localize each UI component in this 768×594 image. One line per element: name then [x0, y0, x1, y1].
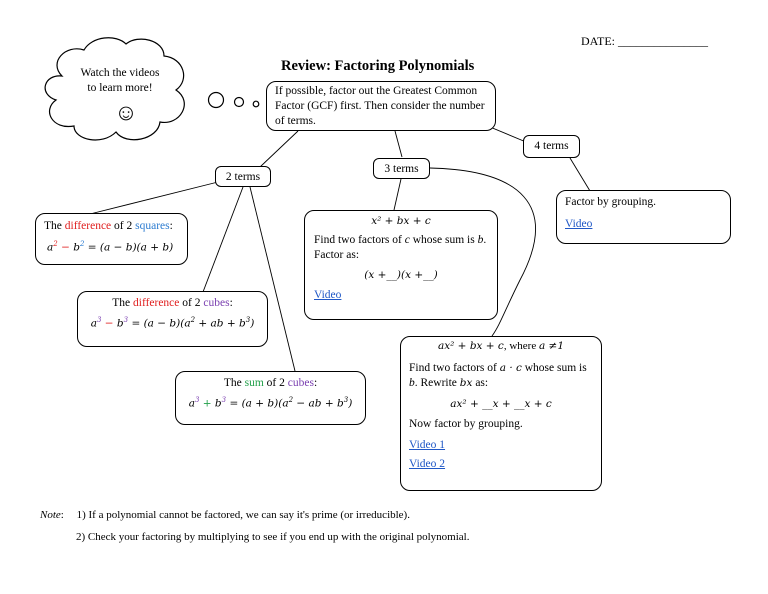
formula-term: b	[73, 241, 80, 254]
heading-text: :	[313, 377, 318, 389]
formula-operator: +	[199, 397, 215, 410]
variable-b: b	[477, 234, 484, 246]
formula-rest: = (a + b)(a	[226, 397, 289, 410]
gcf-text: If possible, factor out the Greatest Com…	[275, 85, 485, 127]
grouping-video-row: Video	[565, 216, 722, 232]
difference-of-cubes-box: The difference of 2 cubes: a3 − b3 = (a …	[77, 291, 268, 347]
date-label: DATE:	[581, 34, 615, 48]
keyword-cubes: cubes	[203, 297, 230, 309]
instruction-text: Find two factors of	[409, 362, 500, 374]
date-field: DATE: _______________	[581, 34, 708, 49]
general-trinomial-grouping: Now factor by grouping.	[409, 418, 523, 430]
date-blank: _______________	[618, 34, 708, 48]
variable-b: b	[409, 377, 415, 389]
term-bx: bx	[459, 377, 473, 389]
heading-text: The	[44, 220, 65, 232]
difference-of-cubes-heading: The difference of 2 cubes:	[86, 295, 259, 311]
simple-trinomial-video-link[interactable]: Video	[314, 289, 342, 301]
gcf-box: If possible, factor out the Greatest Com…	[266, 81, 496, 131]
general-trinomial-video-2-link[interactable]: Video 2	[409, 458, 446, 470]
four-terms-pill: 4 terms	[523, 135, 580, 158]
formula-rest: − ab + b	[293, 397, 344, 410]
thought-text: Watch the videos to learn more!	[66, 66, 174, 96]
general-trinomial-box: ax² + bx + c, where a ≠1 Find two factor…	[400, 336, 602, 491]
difference-of-squares-heading: The difference of 2 squares:	[44, 218, 179, 234]
smiley-icon: ☺	[114, 100, 138, 125]
difference-of-squares-formula: a2 − b2 = (a − b)(a + b)	[47, 240, 174, 254]
note-1: 1) If a polynomial cannot be factored, w…	[76, 509, 410, 521]
simple-trinomial-form: (x +__)(x +__)	[364, 269, 438, 281]
heading-text: of 2	[111, 220, 136, 232]
heading-condition: a ≠1	[538, 340, 565, 352]
formula-term: b	[214, 397, 222, 410]
formula-term: a	[90, 317, 97, 330]
difference-of-cubes-formula: a3 − b3 = (a − b)(a2 + ab + b3)	[90, 316, 255, 330]
thought-line-1: Watch the videos	[80, 67, 160, 79]
simple-trinomial-box: x² + bx + c Find two factors of c whose …	[304, 210, 498, 320]
formula-term: b	[116, 317, 124, 330]
simple-trinomial-heading: x² + bx + c	[371, 215, 431, 227]
instruction-text: Find two factors of	[314, 234, 405, 246]
keyword-squares: squares	[135, 220, 170, 232]
formula-term: a	[47, 241, 54, 254]
keyword-difference: difference	[133, 297, 180, 309]
grouping-box: Factor by grouping. Video	[556, 190, 731, 244]
instruction-text: whose sum is	[521, 362, 587, 374]
grouping-video-link[interactable]: Video	[565, 218, 593, 230]
heading-text: , where	[503, 340, 539, 352]
sum-of-cubes-formula: a3 + b3 = (a + b)(a2 − ab + b3)	[188, 396, 353, 410]
note-2: 2) Check your factoring by multiplying t…	[76, 531, 470, 543]
formula-operator: −	[101, 317, 117, 330]
sum-of-cubes-heading: The sum of 2 cubes:	[184, 375, 357, 391]
formula-rest: )	[348, 397, 353, 410]
instruction-text: as:	[472, 377, 489, 389]
simple-trinomial-instruction: Find two factors of c whose sum is b.	[314, 233, 488, 248]
difference-of-squares-box: The difference of 2 squares: a2 − b2 = (…	[35, 213, 188, 265]
thought-cloud	[44, 37, 185, 141]
keyword-difference: difference	[64, 220, 112, 232]
page-title: Review: Factoring Polynomials	[281, 58, 475, 74]
keyword-cubes: cubes	[287, 377, 314, 389]
heading-text: of 2	[263, 377, 288, 389]
thought-line-2: to learn more!	[87, 82, 153, 94]
heading-formula: ax² + bx + c	[437, 340, 504, 352]
sum-of-cubes-box: The sum of 2 cubes: a3 + b3 = (a + b)(a2…	[175, 371, 366, 425]
formula-rest: = (a − b)(a	[128, 317, 191, 330]
two-terms-pill: 2 terms	[215, 166, 271, 187]
three-terms-pill: 3 terms	[373, 158, 430, 179]
heading-text: of 2	[179, 297, 204, 309]
general-trinomial-video-2-row: Video 2	[409, 458, 593, 470]
keyword-sum: sum	[244, 377, 264, 389]
simple-trinomial-factor-as: Factor as:	[314, 249, 360, 261]
general-trinomial-instruction-2: b. Rewrite bx as:	[409, 376, 593, 391]
formula-rest: + ab + b	[195, 317, 246, 330]
general-trinomial-form: ax² + __x + __x + c	[450, 398, 552, 410]
formula-rest: = (a − b)(a + b)	[84, 241, 174, 254]
instruction-text: . Rewrite	[414, 377, 460, 389]
formula-operator: −	[57, 241, 74, 254]
heading-text: :	[229, 297, 233, 309]
product-ac: a · c	[499, 362, 522, 374]
variable-c: c	[404, 234, 410, 246]
simple-trinomial-video-row: Video	[314, 289, 488, 301]
general-trinomial-heading: ax² + bx + c, where a ≠1	[409, 339, 593, 354]
heading-text: The	[112, 297, 133, 309]
heading-text: :	[169, 220, 173, 232]
formula-term: a	[188, 397, 195, 410]
instruction-text: whose sum is	[409, 234, 478, 246]
formula-rest: )	[250, 317, 255, 330]
instruction-text: .	[483, 234, 487, 246]
grouping-text: Factor by grouping.	[565, 196, 657, 208]
general-trinomial-instruction-1: Find two factors of a · c whose sum is	[409, 361, 593, 376]
heading-text: The	[223, 377, 245, 389]
general-trinomial-video-1-link[interactable]: Video 1	[409, 439, 446, 451]
note-colon: :	[60, 509, 64, 521]
note-label: Note	[40, 509, 61, 521]
general-trinomial-video-1-row: Video 1	[409, 439, 593, 451]
note-1-row: Note: 1) If a polynomial cannot be facto…	[40, 509, 410, 521]
